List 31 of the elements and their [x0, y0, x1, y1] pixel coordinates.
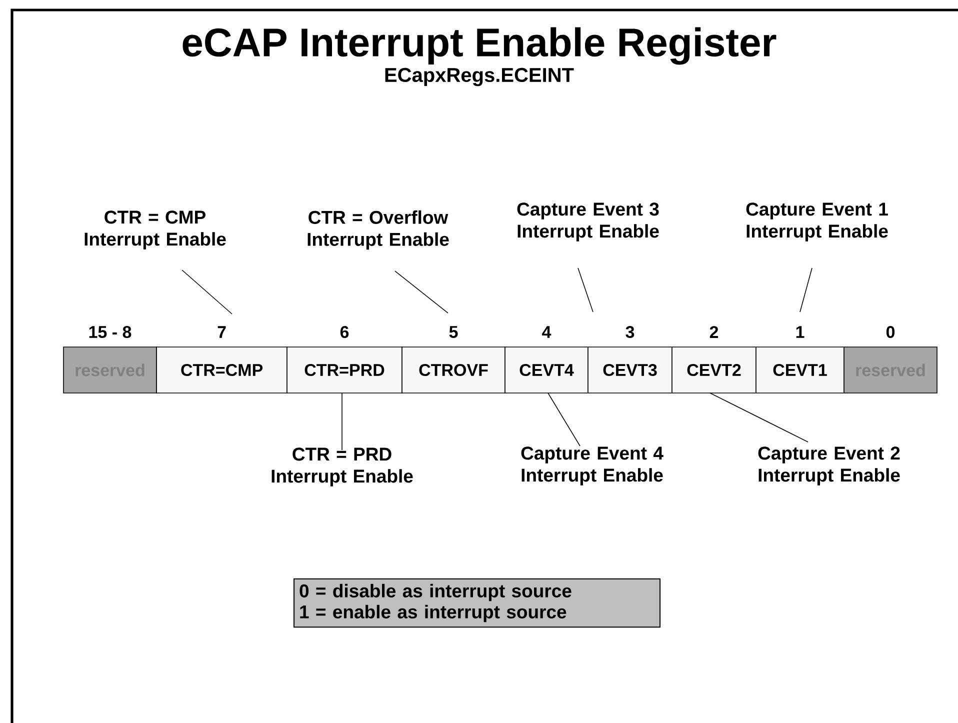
callout-text: Capture Event 1 Interrupt Enable — [746, 202, 888, 242]
bit-number: 7 — [218, 326, 226, 338]
register-field: CEVT2 — [672, 346, 756, 394]
leader-line — [182, 270, 232, 314]
bit-number: 3 — [626, 326, 634, 338]
bit-number: 5 — [449, 326, 458, 338]
bit-number: 15 - 8 — [89, 326, 132, 338]
callout-text: Capture Event 4 Interrupt Enable — [521, 446, 664, 486]
callout-text: Capture Event 3 Interrupt Enable — [517, 202, 659, 242]
callout-text: CTR = CMP Interrupt Enable — [84, 210, 226, 250]
leader-line — [710, 392, 808, 442]
register-name: ECapxRegs.ECEINT — [385, 68, 574, 86]
key-box: 0 = disable as interrupt source 1 = enable as interrupt source — [294, 578, 660, 628]
bit-number: 1 — [796, 326, 804, 338]
callout-text: CTR = PRD Interrupt Enable — [272, 448, 413, 486]
callout-text: Capture Event 2 Interrupt Enable — [758, 446, 900, 486]
leader-line — [394, 270, 448, 314]
bit-number: 2 — [710, 326, 718, 338]
title: eCAP Interrupt Enable Register — [182, 27, 776, 65]
leader-line — [800, 268, 812, 312]
bit-number: 4 — [542, 326, 552, 338]
register-field: CTR=PRD — [286, 346, 402, 394]
register-field: CTROVF — [402, 346, 506, 394]
register-field: CEVT4 — [504, 346, 588, 394]
callout-text: CTR = Overflow Interrupt Enable — [308, 210, 449, 250]
register-field: CEVT1 — [756, 346, 844, 394]
leader-line — [548, 392, 580, 446]
register-field: CEVT3 — [588, 346, 672, 394]
leader-line — [578, 268, 594, 312]
register-field: CTR=CMP — [156, 346, 288, 394]
bit-number: 0 — [886, 326, 895, 338]
